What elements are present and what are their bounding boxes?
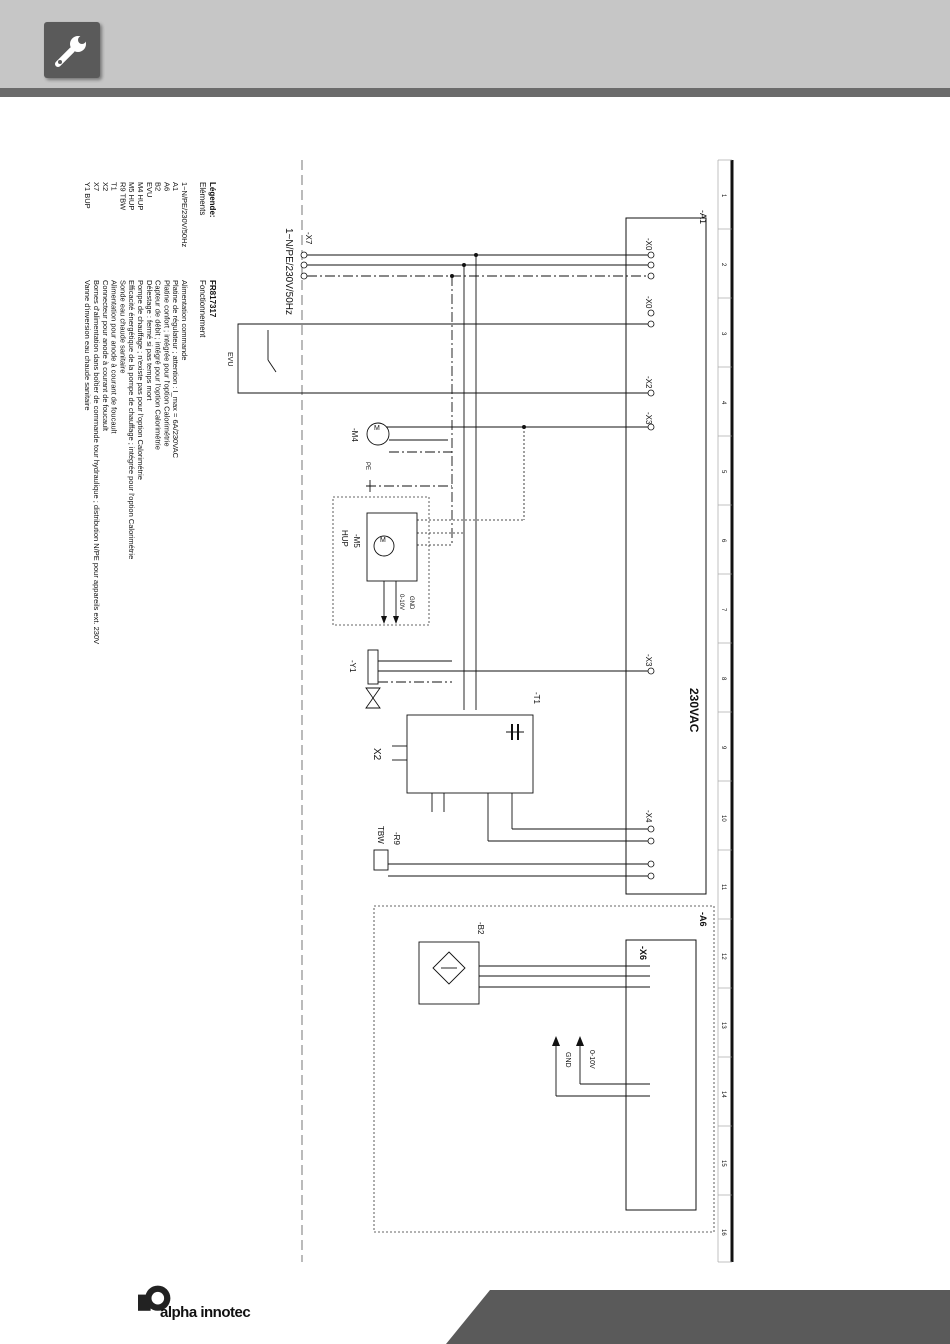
legend-code: M4 HUP	[136, 182, 145, 210]
legend-code: A1	[171, 182, 180, 191]
supply-label: 1~N/PE/230V/50Hz	[283, 228, 294, 315]
r9-label: -R9	[392, 832, 401, 845]
legend-code: A6	[162, 182, 171, 191]
r9-tbw-label: TBW	[376, 826, 385, 844]
x3-label-2: -X3	[644, 654, 653, 667]
ruler-number: 11	[720, 884, 726, 891]
ruler-number: 3	[720, 332, 726, 336]
legend-code: T1	[110, 182, 119, 191]
ruler-number: 4	[720, 401, 726, 405]
ruler-number: 10	[720, 815, 726, 822]
a1-label: -A1	[698, 210, 708, 224]
x3-label-1: -X3	[644, 412, 653, 425]
m5-label: -M5	[352, 534, 361, 548]
m4-label: -M4	[350, 428, 359, 442]
m5-motor-symbol: M	[380, 537, 386, 544]
legend-description: Vanne d'inversion eau chaude sanitaire	[83, 280, 92, 411]
legend-description: Capteur de débit ; intégré pour l'option…	[154, 280, 163, 450]
ruler-number: 7	[720, 608, 726, 612]
legend-code: M5 HUP	[127, 182, 136, 210]
ruler-number: 8	[720, 677, 726, 681]
t1-label: -T1	[532, 692, 541, 705]
footer-band	[446, 1290, 950, 1344]
m5-0-10v-label: 0-10V	[398, 594, 404, 610]
legend-description: Sonde eau chaude sanitaire	[118, 280, 127, 373]
legend-code: EVU	[145, 182, 154, 197]
ruler-number: 6	[720, 539, 726, 543]
ruler-number: 15	[720, 1160, 726, 1167]
y1-label: -Y1	[348, 660, 357, 673]
b2-label: -B2	[476, 922, 485, 935]
evu-label: EVU	[226, 352, 233, 366]
legend-title: Légende:	[208, 182, 217, 218]
legend-code: X7	[92, 182, 101, 191]
t1-x2-connector-label: X2	[371, 748, 382, 761]
legend-code: X2	[101, 182, 110, 191]
m5-gnd-label: GND	[408, 596, 414, 610]
m5-hup-label: HUP	[340, 530, 349, 547]
legend-subtitle: Eléments	[198, 182, 207, 215]
x7-label: -X7	[304, 232, 313, 245]
a6-gnd-label: GND	[564, 1052, 571, 1068]
legend-description: Bornes d'alimentation dans boîtier de co…	[92, 280, 101, 644]
a1-voltage-label: 230VAC	[687, 688, 701, 733]
x0-label-1: -X0	[644, 238, 653, 251]
a6-0-10v-label: 0-10V	[588, 1050, 595, 1069]
x0-label-2: -X0	[644, 296, 653, 309]
legend-description: Délestage : fermé si pas temps mort	[145, 280, 154, 401]
ruler-number: 16	[720, 1229, 726, 1236]
legend-description: Connecteur pour anode à courant de fouca…	[101, 280, 110, 432]
ruler-number: 12	[720, 953, 726, 960]
a6-label: -A6	[698, 912, 708, 927]
ruler-number: 5	[720, 470, 726, 474]
legend-description: Platine confort ; intégrée pour l'option…	[162, 280, 171, 447]
legend-description: Efficacité énergétique de la pompe de ch…	[127, 280, 136, 559]
legend-description: Alimentation commande	[180, 280, 189, 360]
legend-description: Pompe de chauffage ; n'existe pas pour l…	[136, 280, 145, 480]
ruler-number: 13	[720, 1022, 726, 1029]
x2-label: -X2	[644, 376, 653, 389]
x6-label: -X6	[638, 946, 648, 960]
header-stripe	[0, 88, 950, 97]
header-bar	[0, 0, 950, 88]
legend-doc-number: FR817317	[208, 280, 217, 318]
legend-function-label: Fonctionnement	[198, 280, 207, 338]
m4-motor-symbol: M	[374, 425, 380, 432]
m4-pe-label: PE	[364, 462, 370, 470]
ruler-number: 2	[720, 263, 726, 267]
wrench-icon	[55, 36, 86, 67]
legend-code: Y1 BUP	[83, 182, 92, 209]
brand-logo-icon	[138, 1285, 171, 1311]
legend-code: B2	[154, 182, 163, 191]
legend-code: R9 TBW	[118, 182, 127, 211]
ruler-number: 9	[720, 746, 726, 750]
ruler-number: 14	[720, 1091, 726, 1098]
ruler-number: 1	[720, 194, 726, 198]
legend-code: 1~N/PE/230V/50Hz	[180, 182, 189, 247]
legend-description: Platine de régulateur ; attention : I_ma…	[171, 280, 180, 459]
brand-name: alpha innotec	[160, 1304, 251, 1321]
section-badge	[44, 22, 100, 78]
legend-description: Alimentation pour anode à courant de fou…	[110, 280, 119, 434]
x4-label: -X4	[644, 810, 653, 823]
